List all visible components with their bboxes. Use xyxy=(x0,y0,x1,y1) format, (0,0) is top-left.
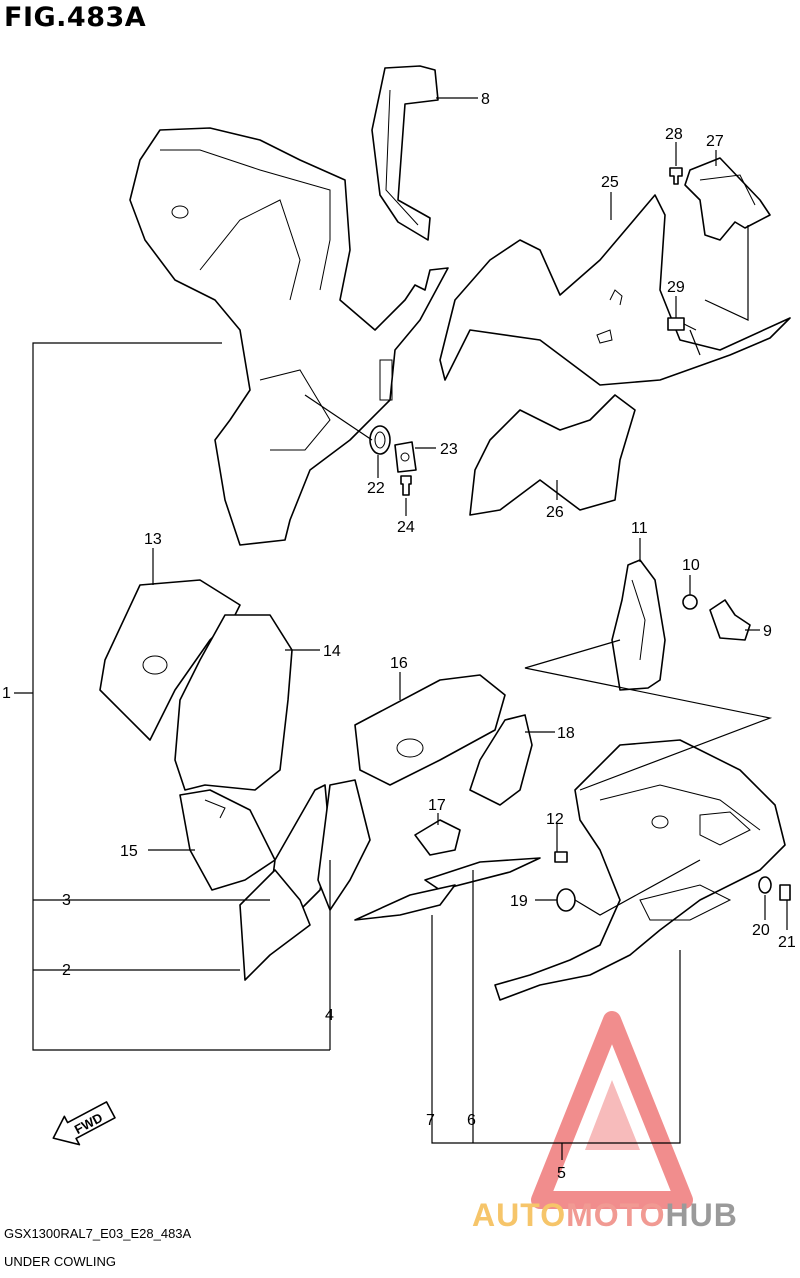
part-22-grommet xyxy=(369,425,391,455)
part-13-panel xyxy=(99,579,241,741)
callout-2: 2 xyxy=(62,962,71,979)
callout-16: 16 xyxy=(390,655,408,672)
part-20-washer xyxy=(758,876,772,894)
callout-25: 25 xyxy=(601,174,619,191)
callout-3: 3 xyxy=(62,892,71,909)
callout-29: 29 xyxy=(667,279,685,296)
watermark-text-auto: AUTO xyxy=(472,1197,567,1233)
part-17-pad xyxy=(414,819,461,856)
callout-9: 9 xyxy=(763,623,772,640)
watermark-text: AUTOMOTOHUB xyxy=(472,1197,738,1234)
callout-28: 28 xyxy=(665,126,683,143)
callout-labels: 1 2 3 4 5 6 7 8 9 10 11 12 13 14 15 16 1… xyxy=(2,91,796,1182)
part-23-nut xyxy=(394,441,417,473)
part-9-clip xyxy=(709,599,751,641)
callout-24: 24 xyxy=(397,519,415,536)
part-27-bracket xyxy=(684,157,771,241)
watermark-text-hub: HUB xyxy=(665,1197,738,1233)
part-11-bracket xyxy=(611,559,666,691)
part-26-sheet xyxy=(469,394,636,516)
callout-23: 23 xyxy=(440,441,458,458)
callout-18: 18 xyxy=(557,725,575,742)
callout-8: 8 xyxy=(481,91,490,108)
part-19-grommet xyxy=(556,888,576,912)
figure-caption: UNDER COWLING xyxy=(4,1254,116,1269)
callout-26: 26 xyxy=(546,504,564,521)
callout-15: 15 xyxy=(120,843,138,860)
part-8-bracket xyxy=(371,65,439,241)
part-29-screw xyxy=(667,317,697,331)
callout-14: 14 xyxy=(323,643,341,660)
part-21-screw xyxy=(779,884,791,901)
callout-12: 12 xyxy=(546,811,564,828)
callout-11: 11 xyxy=(631,520,648,537)
part-12-screw xyxy=(554,851,568,863)
part-14-panel xyxy=(174,614,293,791)
part-6-sheet xyxy=(424,857,541,891)
callout-6: 6 xyxy=(467,1112,476,1129)
watermark-text-moto: MOTO xyxy=(566,1197,666,1233)
figure-title: FIG.483A xyxy=(4,2,147,33)
callout-4: 4 xyxy=(325,1007,334,1024)
callout-27: 27 xyxy=(706,133,724,150)
part-24-screw xyxy=(400,475,412,496)
callout-17: 17 xyxy=(428,797,446,814)
watermark-logo xyxy=(531,1011,693,1209)
part-18-panel xyxy=(469,714,533,806)
part-4-panel xyxy=(317,779,371,911)
part-5-under-cowl xyxy=(494,739,786,1001)
callout-19: 19 xyxy=(510,893,528,910)
leader-lines xyxy=(14,97,788,1160)
callout-1: 1 xyxy=(2,685,11,702)
callout-20: 20 xyxy=(752,922,770,939)
part-1-inner-panel xyxy=(129,127,449,546)
part-10-screw xyxy=(682,594,698,610)
callout-22: 22 xyxy=(367,480,385,497)
fwd-arrow: FWD xyxy=(52,1101,116,1146)
callout-7: 7 xyxy=(426,1112,435,1129)
part-7-sheet xyxy=(354,884,456,921)
part-2-panel xyxy=(239,869,311,981)
part-25-outer-cowl xyxy=(439,194,791,386)
model-code: GSX1300RAL7_E03_E28_483A xyxy=(4,1226,192,1241)
fwd-label: FWD xyxy=(72,1110,105,1137)
callout-21: 21 xyxy=(778,934,796,951)
part-28-screw xyxy=(669,167,683,185)
part-16-panel xyxy=(354,674,506,786)
part-15-panel xyxy=(179,789,276,891)
callout-13: 13 xyxy=(144,531,162,548)
callout-10: 10 xyxy=(682,557,700,574)
callout-5: 5 xyxy=(557,1165,566,1182)
